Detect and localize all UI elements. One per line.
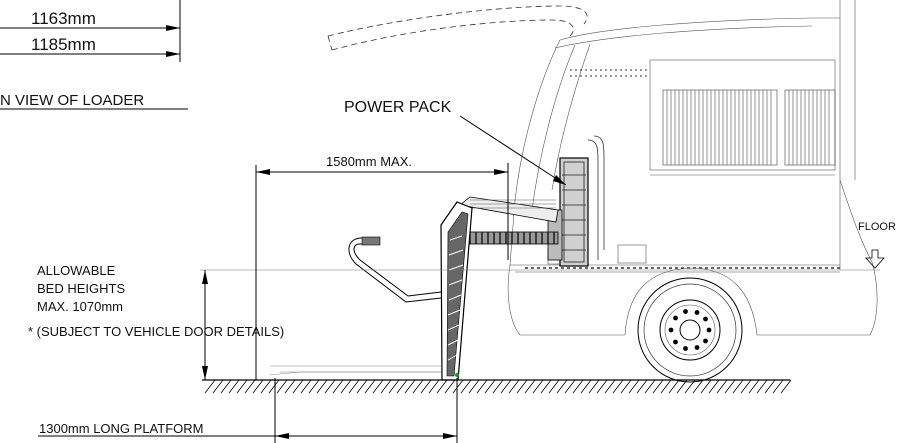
dim-1185-label: 1185mm — [31, 35, 96, 54]
ground-line — [202, 379, 792, 394]
dimension-bed-height — [202, 270, 208, 380]
rear-wheel — [637, 277, 743, 383]
floor-label: FLOOR — [858, 221, 896, 233]
power-pack-callout: POWER PACK — [344, 99, 567, 186]
window-grille — [662, 89, 836, 166]
power-pack-label: POWER PACK — [344, 99, 452, 116]
platform-length-label: 1300mm LONG PLATFORM — [39, 421, 203, 436]
bed-note-line-3: MAX. 1070mm — [37, 299, 123, 314]
bed-height-note: ALLOWABLE BED HEIGHTS MAX. 1070mm * (SUB… — [28, 263, 284, 339]
plan-view-dimensions: 1163mm 1185mm N VIEW OF LOADER — [0, 0, 188, 110]
dim-1163-label: 1163mm — [31, 9, 96, 28]
dimension-1300: 1300mm LONG PLATFORM — [38, 378, 458, 443]
power-pack — [547, 135, 605, 267]
bed-note-line-2: BED HEIGHTS — [37, 281, 125, 296]
vehicle-body — [327, 0, 878, 336]
dimension-1580-label: 1580mm MAX. — [326, 154, 412, 169]
bed-note-line-1: ALLOWABLE — [37, 263, 116, 278]
dimension-1580: 1580mm MAX. — [255, 154, 509, 380]
plan-view-title: N VIEW OF LOADER — [0, 92, 144, 109]
floor-indicator: FLOOR — [858, 221, 896, 269]
folded-platform — [269, 201, 473, 381]
lift-arms — [459, 196, 559, 245]
floor-arrow-icon — [865, 249, 885, 269]
bed-note-line-4: * (SUBJECT TO VEHICLE DOOR DETAILS) — [28, 324, 284, 339]
